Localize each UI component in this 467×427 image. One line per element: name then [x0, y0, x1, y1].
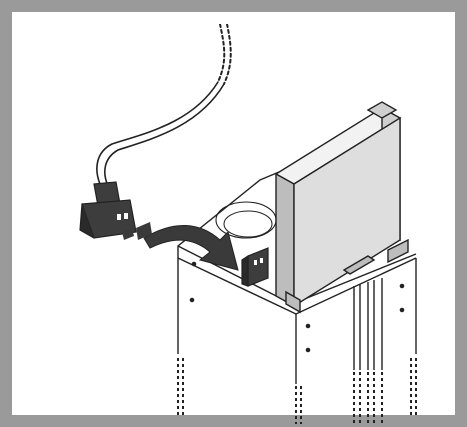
power-cable-icon	[96, 24, 232, 187]
power-socket-icon	[241, 247, 269, 287]
power-supply-unit-icon	[274, 101, 409, 314]
iec-plug-icon	[79, 181, 137, 239]
insertion-arrow-icon	[122, 222, 239, 271]
enclosure-cabinet-icon	[177, 171, 417, 424]
installation-diagram	[79, 24, 417, 424]
